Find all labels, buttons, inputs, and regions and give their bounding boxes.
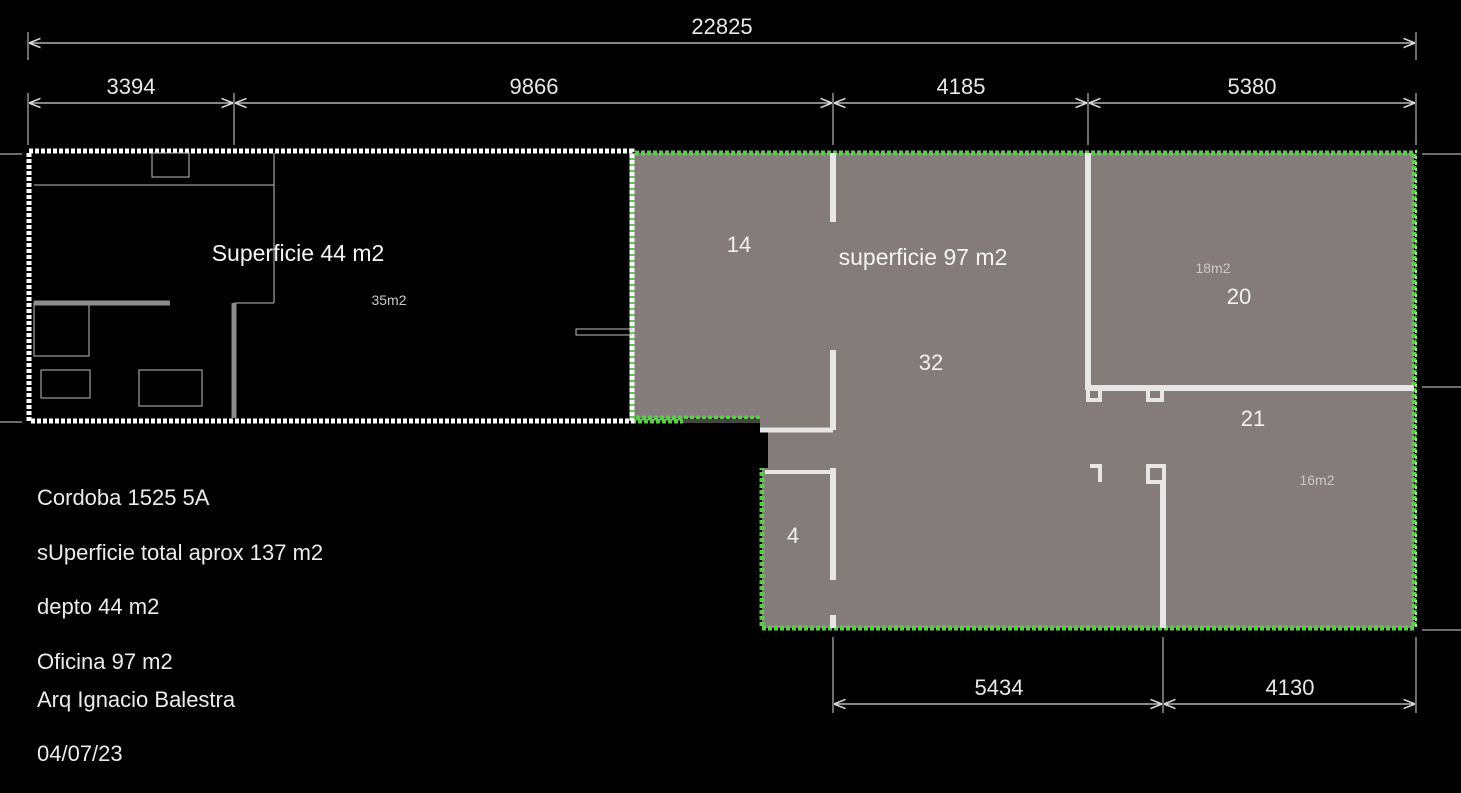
overall-dimension-text: 22825: [691, 14, 752, 39]
dimension-text: 5380: [1228, 74, 1277, 99]
office-area-label: superficie 97 m2: [839, 244, 1008, 270]
bottom-dimensions: 5434 4130: [832, 637, 1417, 713]
room-21-label: 21: [1241, 406, 1265, 431]
dimension-text: 5434: [975, 675, 1024, 700]
room-32-label: 32: [919, 350, 943, 375]
dimension-text: 4185: [937, 74, 986, 99]
depto-sub-area: 35m2: [371, 292, 406, 308]
room-20-label: 20: [1227, 284, 1251, 309]
depto-outline: [26, 148, 635, 424]
depto-fixtures: [33, 152, 633, 407]
oficina-area-text: Oficina 97 m2: [37, 649, 173, 674]
top-dimensions: 3394 9866 4185 5380: [27, 74, 1417, 145]
address-text: Cordoba 1525 5A: [37, 485, 210, 510]
reference-lines: [0, 153, 1461, 631]
overall-dimension: 22825: [27, 14, 1417, 60]
depto-walls: [34, 300, 237, 418]
depto-area: [26, 148, 760, 424]
depto-area-text: depto 44 m2: [37, 594, 160, 619]
architect-text: Arq Ignacio Balestra: [37, 687, 236, 712]
office-area: [629, 150, 1417, 631]
office-walls: [760, 153, 1414, 628]
room-4-label: 4: [787, 523, 799, 548]
depto-area-label: Superficie 44 m2: [212, 240, 385, 266]
dimension-text: 4130: [1266, 675, 1315, 700]
office-columns: [1086, 386, 1166, 484]
total-area-text: sUperficie total aprox 137 m2: [37, 540, 324, 565]
dimension-text: 3394: [107, 74, 156, 99]
room-14-label: 14: [727, 232, 751, 257]
office-floor: [632, 153, 1414, 628]
date-text: 04/07/23: [37, 741, 123, 766]
dimension-text: 9866: [510, 74, 559, 99]
room-21-area: 16m2: [1299, 472, 1334, 488]
room-20-area: 18m2: [1195, 260, 1230, 276]
